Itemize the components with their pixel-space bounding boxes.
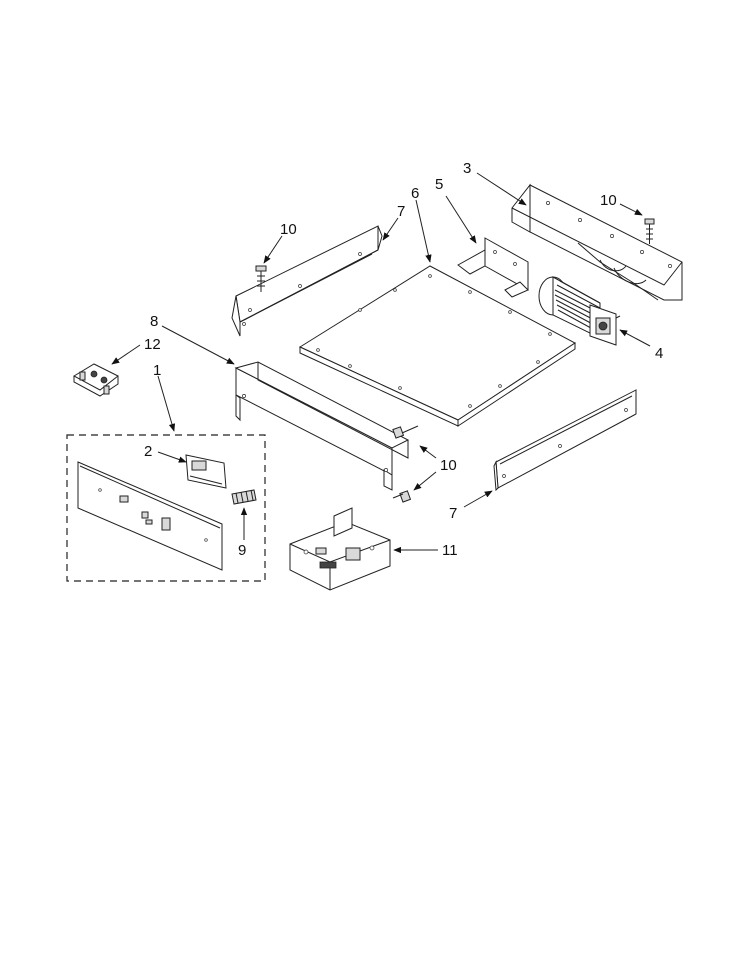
callout-9: 9 [238,542,246,559]
part-6-top-panel [298,265,576,427]
callout-4: 4 [655,345,663,362]
callout-10-top-right: 10 [600,192,617,209]
part-10-screw-center-upper [392,425,419,439]
callout-12: 12 [144,336,161,353]
part-7-side-rail-lower [493,389,637,492]
part-4-blower-fan [538,276,621,346]
part-1-assembly-box [66,434,266,582]
part-10-screw-upper-left [255,265,267,292]
part-2-control-board [185,454,227,489]
part-7-side-rail-upper [231,225,383,337]
part-9-keypad [231,489,257,505]
part-11-control-tray [289,507,391,591]
callout-1: 1 [153,362,161,379]
callout-10-upper-left: 10 [280,221,297,238]
callout-10-center: 10 [440,457,457,474]
callout-8: 8 [150,313,158,330]
part-3-rear-bracket [511,183,683,301]
callout-7-lower: 7 [449,505,457,522]
part-5-bracket [457,237,529,298]
callout-2: 2 [144,443,152,460]
part-1-control-panel [77,461,223,571]
callout-6: 6 [411,185,419,202]
callout-7-upper: 7 [397,203,405,220]
part-8-front-rail [234,361,410,491]
callout-11: 11 [442,542,458,559]
part-12-module [72,363,119,397]
callout-3: 3 [463,160,471,177]
callout-5: 5 [435,176,443,193]
part-10-screw-center-lower [392,490,412,503]
leader-lines [111,172,651,554]
part-10-screw-top-right [644,218,655,244]
